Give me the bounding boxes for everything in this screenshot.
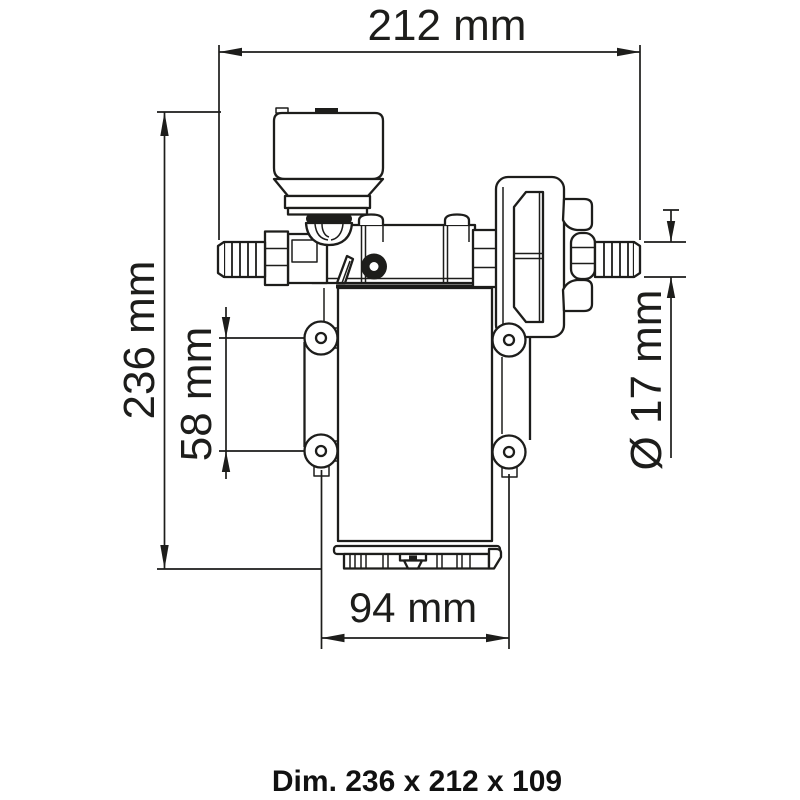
mounting-bosses: [303, 320, 527, 470]
dim-overall-width: 212 mm: [218, 1, 641, 240]
head-screw-boss-right: [443, 213, 471, 225]
dim-port-diameter: Ø 17 mm: [622, 209, 686, 471]
inlet-hose-barb: [222, 240, 267, 279]
filter-assembly: [272, 107, 385, 247]
inlet-barb-tip: [216, 241, 225, 278]
filter-funnel: [272, 177, 385, 198]
filter-cup: [272, 111, 385, 181]
base-foot-right: [487, 547, 503, 570]
motor-body: [323, 286, 494, 543]
bracket-panel: [512, 190, 545, 324]
dim-hole-spacing: 58 mm: [172, 307, 305, 479]
outlet-assembly: [471, 175, 642, 339]
wing-clip-top: [561, 197, 594, 232]
inlet-hex-nut: [263, 230, 290, 287]
inlet-port: [216, 230, 329, 287]
outlet-barb-tip: [633, 241, 642, 278]
base-plate: [332, 544, 503, 570]
filter-elbow-bowl: [304, 221, 354, 247]
dim-port-diameter-label: Ø 17 mm: [622, 290, 671, 471]
dim-overall-height-label: 236 mm: [115, 261, 164, 420]
base-flange: [332, 544, 502, 556]
filter-cap-tab: [315, 108, 338, 113]
outlet-nipple: [569, 231, 597, 281]
filter-swivel-nut: [306, 214, 352, 223]
mounting-webs: [303, 327, 532, 478]
overall-dimensions-caption: Dim. 236 x 212 x 109: [272, 765, 562, 798]
dim-base-width: 94 mm: [320, 470, 510, 649]
dim-base-width-label: 94 mm: [349, 584, 477, 631]
head-screw-boss-left: [357, 213, 385, 225]
outlet-hex-nut: [471, 228, 499, 289]
dim-overall-height: 236 mm: [115, 111, 322, 570]
wing-clip-bottom: [561, 278, 594, 313]
dim-overall-width-label: 212 mm: [368, 1, 527, 50]
dim-hole-spacing-label: 58 mm: [172, 327, 221, 461]
